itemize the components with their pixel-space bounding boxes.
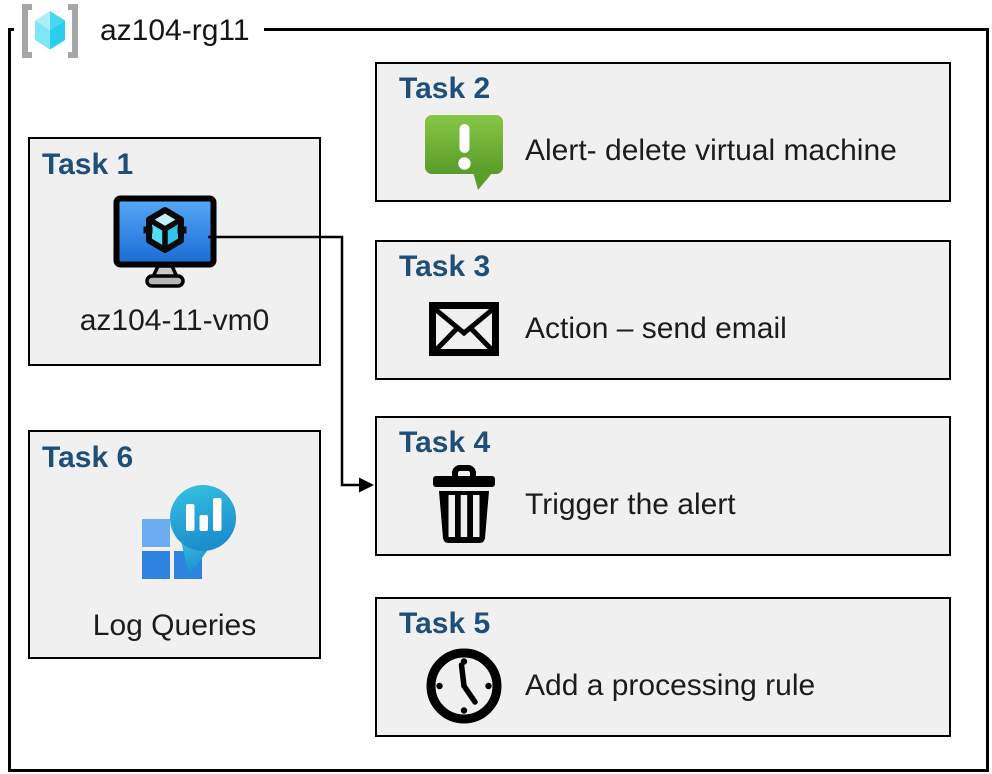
icon-cell bbox=[30, 195, 319, 289]
virtual-machine-icon bbox=[113, 195, 216, 288]
resource-group-name: az104-rg11 bbox=[100, 14, 250, 47]
trash-icon bbox=[433, 465, 495, 543]
email-envelope-icon bbox=[429, 302, 499, 356]
task-3-title: Task 3 bbox=[399, 250, 491, 283]
icon-cell bbox=[411, 645, 517, 727]
task-4-title: Task 4 bbox=[399, 426, 491, 459]
log-analytics-icon bbox=[141, 485, 236, 579]
icon-cell bbox=[411, 110, 517, 192]
task-2-title: Task 2 bbox=[399, 72, 491, 105]
task-card-4: Task 4 Trigger the alert bbox=[375, 416, 951, 556]
alert-message-icon bbox=[425, 115, 503, 190]
task-5-title: Task 5 bbox=[399, 607, 491, 640]
icon-cell bbox=[411, 302, 517, 356]
task-3-label: Action – send email bbox=[525, 312, 787, 345]
task-card-5: Task 5 Add a processing rule bbox=[375, 597, 951, 737]
icon-cell bbox=[411, 464, 517, 546]
task-4-row: Trigger the alert bbox=[411, 464, 939, 546]
task-2-label: Alert- delete virtual machine bbox=[525, 134, 897, 167]
task-1-title: Task 1 bbox=[42, 148, 134, 181]
task-4-label: Trigger the alert bbox=[525, 488, 736, 521]
task-6-label: Log Queries bbox=[92, 609, 257, 642]
task-1-label: az104-11-vm0 bbox=[79, 304, 270, 337]
task-3-row: Action – send email bbox=[411, 288, 939, 370]
task-card-2: Task 2 Alert- delete virtual machine bbox=[375, 62, 951, 202]
resource-group-icon bbox=[22, 4, 78, 58]
task-card-1: Task 1 az104-11-vm0 bbox=[28, 137, 321, 366]
task-5-row: Add a processing rule bbox=[411, 645, 939, 727]
clock-icon bbox=[426, 648, 502, 724]
task-card-3: Task 3 Action – send email bbox=[375, 240, 951, 380]
task-2-row: Alert- delete virtual machine bbox=[411, 110, 939, 192]
icon-cell bbox=[30, 478, 319, 584]
task-5-label: Add a processing rule bbox=[525, 669, 816, 702]
task-card-6: Task 6 Log Queries bbox=[28, 430, 321, 659]
resource-group-label: az104-rg11 bbox=[14, 1, 264, 61]
task-6-title: Task 6 bbox=[42, 441, 134, 474]
